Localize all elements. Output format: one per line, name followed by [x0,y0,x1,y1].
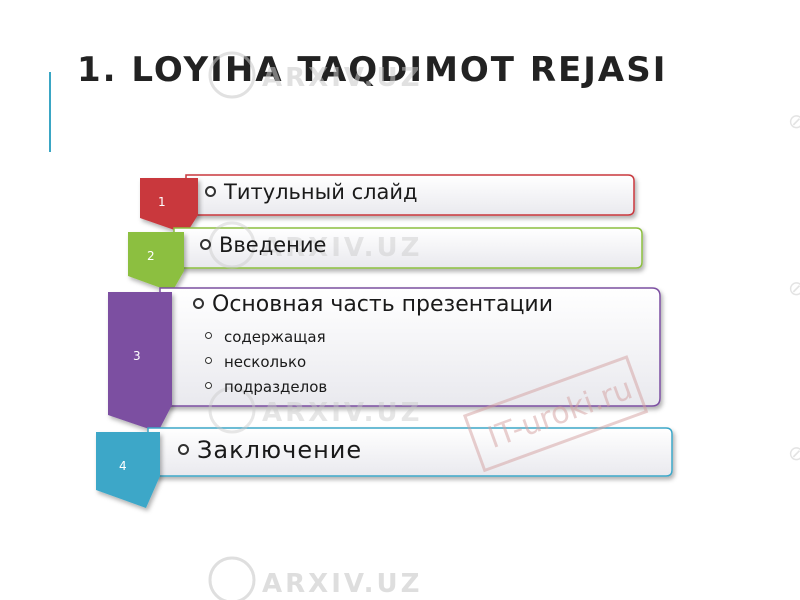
step-3-subitem: содержащая [205,328,326,346]
bullet-icon [205,332,212,339]
bullet-icon [205,185,216,197]
step-3-subitem: подразделов [205,378,327,396]
step-1-label: Титульный слайд [205,180,418,204]
svg-text:⊘: ⊘ [788,276,800,300]
step-1: 1 [140,174,635,234]
step-4-box [147,427,673,477]
step-4-chevron [96,432,160,508]
step-2-label: Введение [200,233,326,257]
step-1-number: 1 [158,195,166,209]
step-4-number: 4 [119,459,127,473]
svg-text:⊘: ⊘ [788,109,800,133]
step-1-box [185,174,635,216]
step-4-label: Заключение [178,436,362,464]
svg-text:ARXIV.UZ: ARXIV.UZ [262,233,422,263]
svg-text:ARXIV.UZ: ARXIV.UZ [262,63,422,93]
step-2: 2 [128,227,643,292]
bullet-icon [200,238,211,250]
watermark-arxiv-lower: ARXIV.UZ [208,386,422,434]
svg-text:ARXIV.UZ: ARXIV.UZ [262,569,422,599]
step-3-chevron [108,292,172,432]
svg-text:ARXIV.UZ: ARXIV.UZ [262,398,422,428]
step-3-subitem: несколько [205,353,306,371]
svg-text:⊘: ⊘ [788,441,800,465]
step-3-label: Основная часть презентации [193,292,553,317]
watermark-arxiv-bottom: ARXIV.UZ [208,556,422,600]
step-2-box [173,227,643,269]
step-3: 3 [108,287,661,432]
step-2-chevron [128,232,184,292]
step-4: 4 [96,427,673,508]
bullet-icon [178,443,189,455]
watermark-arxiv-top: ARXIV.UZ [208,51,422,99]
watermark-edge-marks: ⊘ ⊘ ⊘ [788,109,800,465]
bullet-icon [205,357,212,364]
title-accent-line [49,72,51,152]
step-3-box [159,287,661,407]
slide-title: 1. LOYIHA TAQDIMOT REJASI [77,50,668,90]
step-3-number: 3 [133,349,141,363]
bullet-icon [205,382,212,389]
step-2-number: 2 [147,249,155,263]
step-1-chevron [140,178,198,234]
bullet-icon [193,297,204,309]
